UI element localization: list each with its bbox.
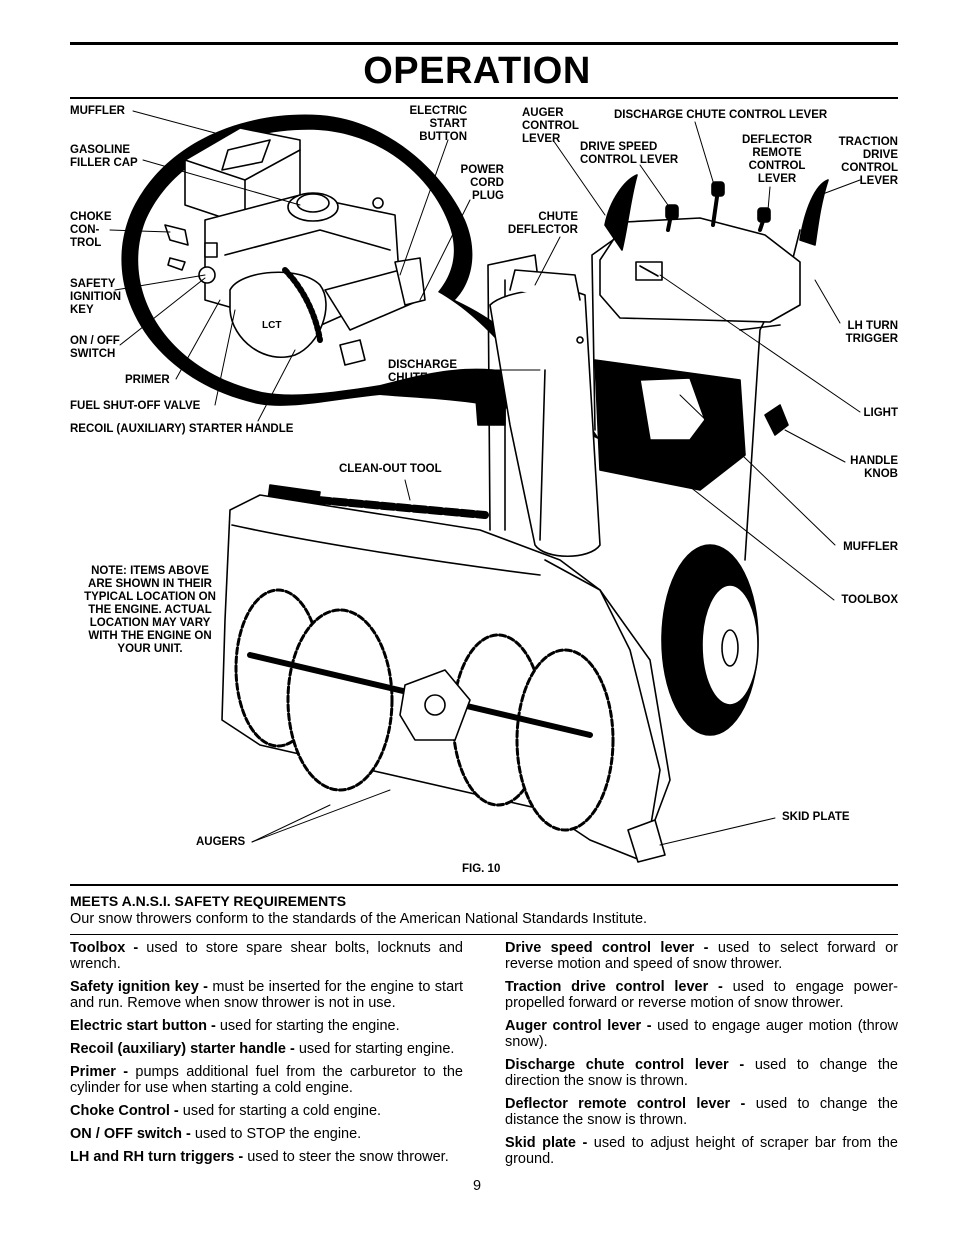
description-item: Discharge chute control lever - used to …	[505, 1057, 898, 1089]
description-text: used to change the distance the snow is …	[505, 1096, 898, 1128]
description-item: ON / OFF switch - used to STOP the engin…	[70, 1126, 463, 1142]
label-handle-knob: HANDLE KNOB	[850, 455, 898, 480]
description-item: Skid plate - used to adjust height of sc…	[505, 1135, 898, 1167]
description-item: Primer - pumps additional fuel from the …	[70, 1064, 463, 1096]
description-item: Choke Control - used for starting a cold…	[70, 1103, 463, 1119]
label-drive-speed-control-lever: DRIVE SPEED CONTROL LEVER	[580, 141, 679, 166]
description-term: Deflector remote control lever -	[505, 1096, 746, 1112]
description-item: Drive speed control lever - used to sele…	[505, 940, 898, 972]
label-choke-control: CHOKE CON- TROL	[70, 211, 112, 249]
figure-note: NOTE: ITEMS ABOVE ARE SHOWN IN THEIR TYP…	[84, 565, 216, 655]
description-item: Traction drive control lever - used to e…	[505, 979, 898, 1011]
columns-rule	[70, 934, 898, 935]
description-text: pumps additional fuel from the carbureto…	[70, 1064, 463, 1096]
description-text: used to engage auger motion (throw snow)…	[505, 1018, 898, 1050]
section-rule	[70, 884, 898, 886]
snow-thrower-drawing	[221, 174, 829, 863]
descriptions-right-column: Drive speed control lever - used to sele…	[505, 940, 898, 1174]
label-muffler-right: MUFFLER	[843, 541, 898, 553]
safety-heading: MEETS A.N.S.I. SAFETY REQUIREMENTS	[70, 893, 347, 909]
description-text: used for starting a cold engine.	[182, 1103, 382, 1119]
safety-text: Our snow throwers conform to the standar…	[70, 911, 648, 927]
description-text: used for starting the engine.	[219, 1018, 400, 1034]
label-augers: AUGERS	[196, 836, 246, 848]
description-term: ON / OFF switch -	[70, 1126, 191, 1142]
description-text: used to STOP the engine.	[194, 1126, 362, 1142]
description-term: Electric start button -	[70, 1018, 216, 1034]
description-term: Primer -	[70, 1064, 129, 1080]
title-underline	[70, 97, 898, 99]
top-rule	[70, 42, 898, 45]
leader-lines	[109, 110, 861, 846]
description-item: Safety ignition key - must be inserted f…	[70, 979, 463, 1011]
snow-thrower-illustration: LCT	[109, 110, 861, 863]
label-safety-ignition-key: SAFETY IGNITION KEY	[70, 278, 122, 316]
description-item: Deflector remote control lever - used to…	[505, 1096, 898, 1128]
description-term: Discharge chute control lever -	[505, 1057, 745, 1073]
descriptions-left-column: Toolbox - used to store spare shear bolt…	[70, 940, 463, 1172]
label-light: LIGHT	[863, 407, 899, 419]
engine-logo: LCT	[262, 320, 281, 331]
description-text: used to steer the snow thrower.	[247, 1149, 449, 1165]
description-item: Recoil (auxiliary) starter handle - used…	[70, 1041, 463, 1057]
label-auger-control-lever: AUGER CONTROL LEVER	[522, 107, 579, 145]
description-item: Toolbox - used to store spare shear bolt…	[70, 940, 463, 972]
label-chute-deflector: CHUTE DEFLECTOR	[507, 211, 578, 236]
label-traction-drive-control-lever: TRACTION DRIVE CONTROL LEVER	[838, 136, 898, 187]
description-term: Choke Control -	[70, 1103, 179, 1119]
page-title: OPERATION	[363, 50, 591, 92]
description-text: used to select forward or reverse motion…	[505, 940, 898, 972]
label-toolbox: TOOLBOX	[841, 594, 898, 606]
description-text: used for starting engine.	[298, 1041, 455, 1057]
description-text: used to change the direction the snow is…	[505, 1057, 898, 1089]
label-power-cord-plug: POWER CORD PLUG	[460, 164, 504, 202]
description-item: LH and RH turn triggers - used to steer …	[70, 1149, 463, 1165]
label-primer: PRIMER	[125, 374, 170, 386]
description-text: used to engage power-propelled forward o…	[505, 979, 899, 1011]
description-term: Drive speed control lever -	[505, 940, 709, 956]
label-fuel-shutoff-valve: FUEL SHUT-OFF VALVE	[70, 400, 201, 412]
label-on-off-switch: ON / OFF SWITCH	[70, 335, 120, 360]
description-text: used to adjust height of scraper bar fro…	[505, 1135, 898, 1167]
description-text: used to store spare shear bolts, locknut…	[70, 940, 463, 972]
description-term: Recoil (auxiliary) starter handle -	[70, 1041, 295, 1057]
label-discharge-chute: DISCHARGE CHUTE	[388, 359, 458, 384]
label-electric-start-button: ELECTRIC START BUTTON	[409, 105, 468, 143]
description-term: Traction drive control lever -	[505, 979, 723, 995]
description-term: Auger control lever -	[505, 1018, 652, 1034]
label-deflector-remote-control-lever: DEFLECTOR REMOTE CONTROL LEVER	[741, 134, 813, 185]
label-gasoline-filler-cap: GASOLINE FILLER CAP	[70, 144, 138, 169]
label-lh-turn-trigger: LH TURN TRIGGER	[845, 320, 898, 345]
label-discharge-chute-control-lever: DISCHARGE CHUTE CONTROL LEVER	[614, 109, 828, 121]
description-term: LH and RH turn triggers -	[70, 1149, 244, 1165]
description-term: Toolbox -	[70, 940, 139, 956]
page-number: 9	[472, 1178, 482, 1194]
label-skid-plate: SKID PLATE	[782, 811, 850, 823]
label-clean-out-tool: CLEAN-OUT TOOL	[339, 463, 442, 475]
description-text: must be inserted for the engine to start…	[70, 979, 464, 1011]
description-term: Skid plate -	[505, 1135, 588, 1151]
engine-drawing: LCT	[164, 127, 426, 366]
description-item: Electric start button - used for startin…	[70, 1018, 463, 1034]
label-muffler-top: MUFFLER	[70, 105, 125, 117]
label-recoil-starter-handle: RECOIL (AUXILIARY) STARTER HANDLE	[70, 423, 294, 435]
figure-caption: FIG. 10	[462, 863, 501, 875]
description-item: Auger control lever - used to engage aug…	[505, 1018, 898, 1050]
description-term: Safety ignition key -	[70, 979, 208, 995]
